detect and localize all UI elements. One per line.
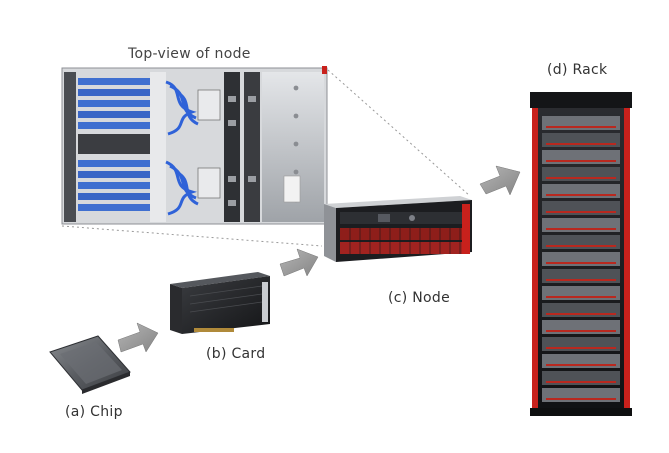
rack-image <box>530 92 632 416</box>
chip-image <box>49 335 131 394</box>
right-arrow-icon <box>279 248 319 277</box>
label-card: (b) Card <box>206 346 266 362</box>
right-arrow-icon <box>117 322 159 353</box>
gpu-slots-upper <box>78 78 150 129</box>
label-chip: (a) Chip <box>65 404 123 420</box>
node-drive-bays <box>340 228 468 254</box>
projection-lines <box>61 69 471 247</box>
rack-server-units <box>542 116 620 402</box>
right-arrow-icon <box>479 165 521 196</box>
node-image <box>324 196 472 262</box>
gpu-slots-lower <box>78 160 150 211</box>
label-node: (c) Node <box>388 290 451 306</box>
card-image <box>170 272 270 334</box>
node-top-view-image <box>61 66 328 225</box>
label-rack: (d) Rack <box>547 62 608 78</box>
cable-bundles <box>165 80 199 216</box>
label-top-view: Top-view of node <box>128 46 251 62</box>
